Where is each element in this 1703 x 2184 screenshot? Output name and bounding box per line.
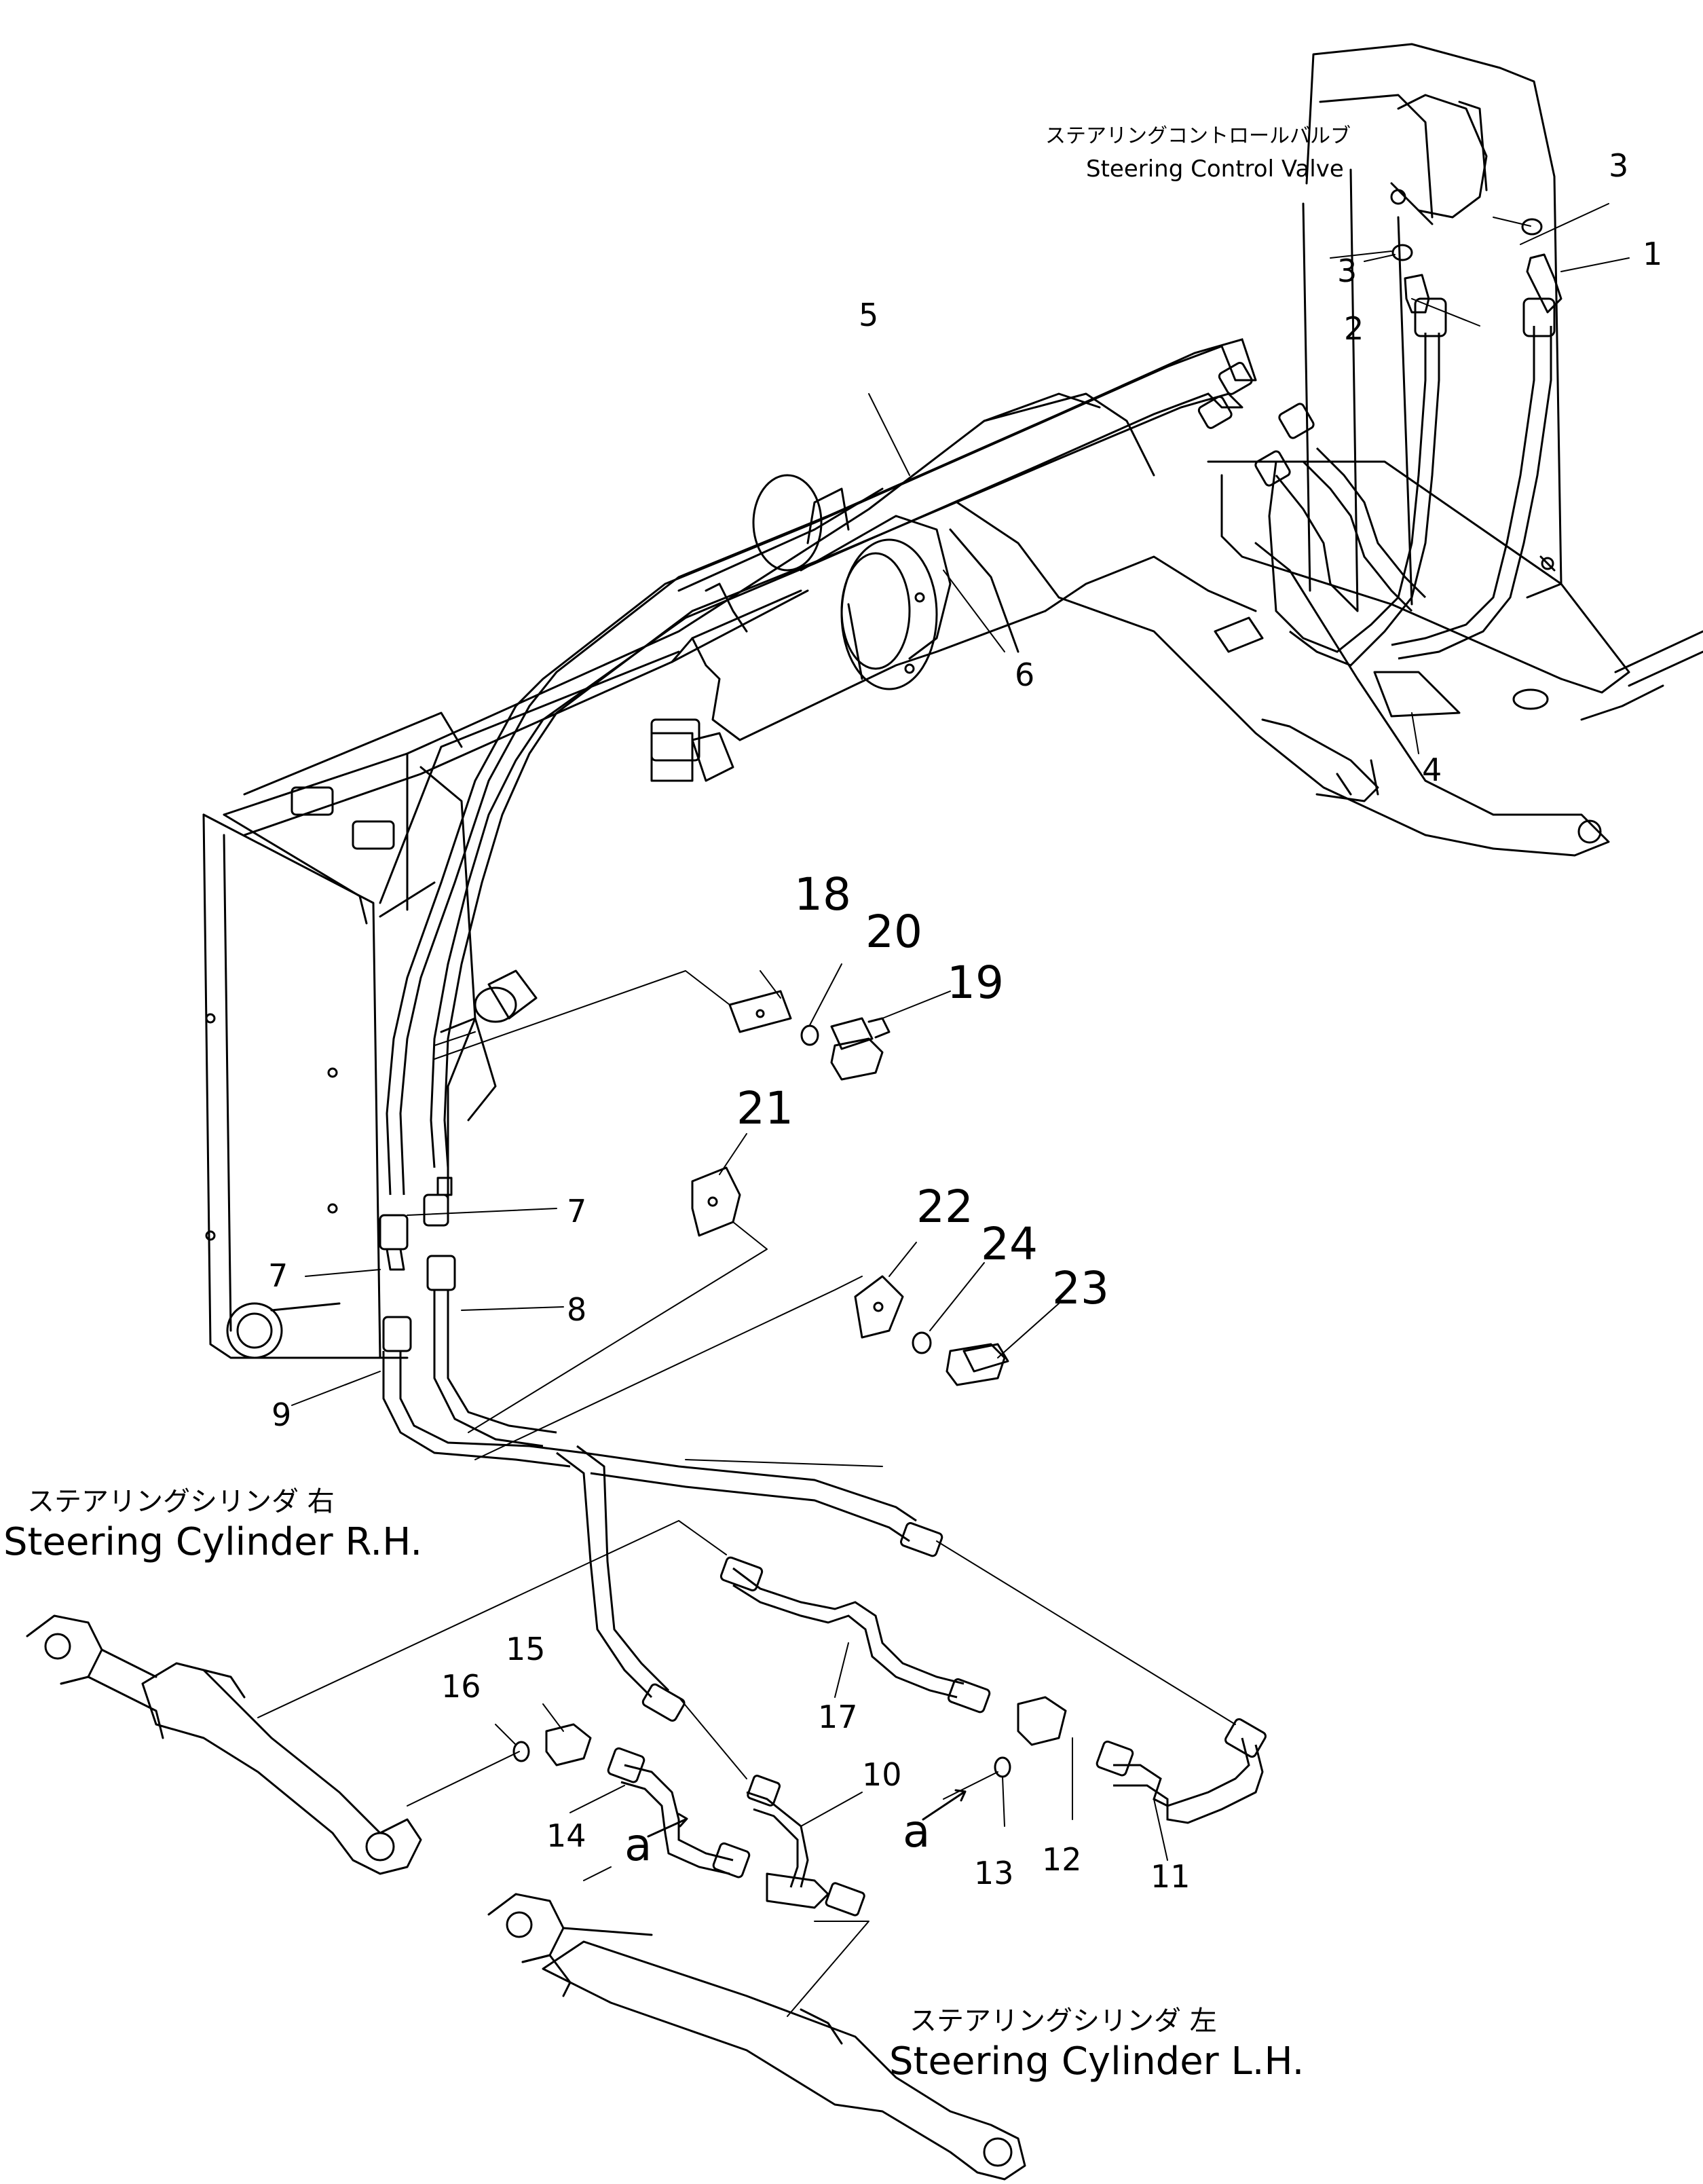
caption-control-valve-en: Steering Control Valve — [1086, 155, 1344, 183]
cylinder-rh — [26, 1614, 422, 1875]
caption-cyl-rh-en: Steering Cylinder R.H. — [3, 1520, 422, 1564]
callout-14: 14 — [546, 1817, 586, 1854]
callout-5: 5 — [859, 297, 878, 333]
callout-13: 13 — [974, 1855, 1014, 1891]
callout-8: 8 — [567, 1291, 586, 1328]
callout-17: 17 — [818, 1699, 858, 1735]
o-ring-3-right — [1521, 218, 1543, 236]
view-marker-a-left: a — [624, 1819, 652, 1871]
valve-hoses — [1197, 297, 1556, 667]
callout-7-right: 7 — [567, 1193, 586, 1229]
caption-control-valve-jp: ステアリングコントロールバルブ — [1045, 124, 1351, 148]
callout-24: 24 — [981, 1218, 1038, 1270]
view-marker-a-right: a — [903, 1805, 930, 1857]
steel-tubes — [386, 338, 1257, 1196]
callout-21: 21 — [736, 1082, 793, 1134]
view-arrows — [647, 1789, 967, 1838]
o-ring-3-left — [1391, 244, 1413, 261]
callout-18: 18 — [794, 868, 851, 921]
lower-hoses — [379, 990, 1267, 1917]
front-frame — [202, 650, 700, 1359]
callout-15: 15 — [506, 1631, 546, 1667]
callout-19: 19 — [947, 957, 1004, 1009]
callout-4: 4 — [1422, 752, 1442, 788]
callout-16: 16 — [441, 1668, 481, 1705]
callout-7-left: 7 — [268, 1257, 288, 1294]
callout-3-right: 3 — [1609, 147, 1628, 184]
callout-6: 6 — [1015, 656, 1034, 693]
bolts — [830, 1017, 1009, 1373]
callout-10: 10 — [862, 1756, 902, 1793]
callout-20: 20 — [865, 906, 922, 958]
callout-23: 23 — [1052, 1262, 1109, 1314]
callout-11: 11 — [1150, 1858, 1191, 1895]
frame-structure — [1044, 43, 1703, 857]
valve-fittings — [1391, 218, 1562, 314]
cylinder-lh — [487, 1893, 1026, 2181]
callout-1: 1 — [1643, 236, 1662, 272]
callout-2: 2 — [1344, 310, 1364, 347]
leader-lines — [257, 203, 1630, 2017]
caption-cyl-rh-jp: ステアリングシリンダ 右 — [27, 1486, 335, 1517]
callout-3-left: 3 — [1337, 253, 1357, 289]
labels: ステアリングコントロールバルブ Steering Control Valve 3… — [3, 124, 1662, 2084]
steering-control-valve — [1390, 94, 1488, 225]
caption-cyl-lh-jp: ステアリングシリンダ 左 — [910, 2005, 1217, 2037]
callout-22: 22 — [916, 1181, 973, 1233]
caption-cyl-lh-en: Steering Cylinder L.H. — [889, 2039, 1304, 2084]
callout-9: 9 — [272, 1396, 291, 1433]
elbow-fitting-1 — [1526, 253, 1562, 314]
callout-12: 12 — [1042, 1841, 1082, 1878]
elbow-fitting-2 — [1404, 274, 1430, 314]
